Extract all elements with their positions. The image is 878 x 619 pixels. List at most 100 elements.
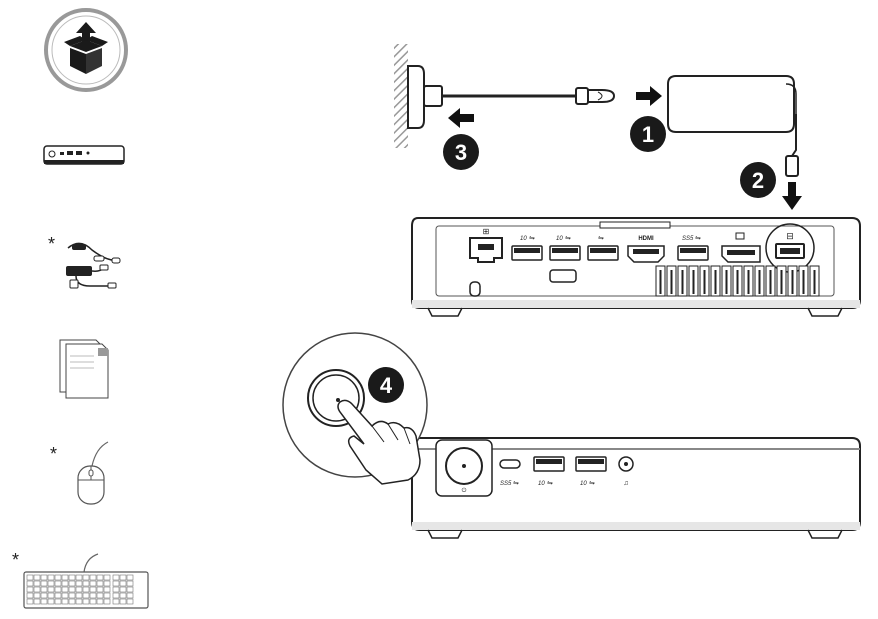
front-usb-a-port-1: 10 ⇋ bbox=[533, 456, 565, 487]
keyboard-key bbox=[96, 586, 104, 593]
keyboard-key bbox=[61, 580, 69, 587]
keyboard-key bbox=[119, 580, 127, 587]
svg-text:♫: ♫ bbox=[623, 480, 628, 487]
rear-usb-10-port-2: 10 ⇋ bbox=[549, 235, 581, 261]
step-1-label: 1 bbox=[642, 122, 654, 147]
svg-text:⊟: ⊟ bbox=[786, 231, 794, 241]
svg-text:⇋: ⇋ bbox=[547, 480, 553, 487]
keyboard-key bbox=[119, 574, 127, 581]
keyboard-key bbox=[89, 580, 97, 587]
keyboard-key bbox=[68, 592, 76, 599]
keyboard-key bbox=[82, 586, 90, 593]
keyboard-key bbox=[119, 586, 127, 593]
keyboard-key bbox=[96, 580, 104, 587]
keyboard-key bbox=[54, 592, 62, 599]
keyboard-key bbox=[75, 580, 83, 587]
power-button-icon[interactable]: ⏻ bbox=[445, 447, 483, 494]
keyboard-key bbox=[26, 580, 34, 587]
keyboard-key bbox=[33, 598, 41, 605]
keyboard-key bbox=[103, 592, 111, 599]
keyboard-key bbox=[54, 586, 62, 593]
svg-text:⇋: ⇋ bbox=[589, 480, 595, 487]
keyboard-key bbox=[126, 580, 134, 587]
power-button-zoom-callout bbox=[282, 332, 428, 485]
keyboard-key bbox=[54, 598, 62, 605]
asterisk-cables: * bbox=[48, 234, 55, 254]
power-cable bbox=[442, 87, 616, 105]
front-usb-c-speed: 5 bbox=[508, 481, 512, 487]
pc-front-panel: ⏻ SS 5 ⇋ 10 ⇋ 10 ⇋ ♫ bbox=[411, 437, 861, 539]
keyboard-key bbox=[40, 598, 48, 605]
keyboard-key bbox=[47, 598, 55, 605]
arrow-to-adapter bbox=[636, 86, 662, 106]
keyboard-key bbox=[40, 574, 48, 581]
keyboard-key bbox=[33, 574, 41, 581]
hand-icon bbox=[337, 399, 421, 485]
asterisk-keyboard: * bbox=[12, 550, 19, 570]
wall-outlet-icon bbox=[394, 44, 443, 148]
keyboard-keys bbox=[26, 574, 134, 605]
arrow-to-wall bbox=[448, 108, 474, 128]
keyboard-key bbox=[33, 592, 41, 599]
keyboard-key bbox=[112, 586, 120, 593]
box-unpack-icon bbox=[44, 8, 128, 92]
keyboard-key bbox=[112, 574, 120, 581]
pc-rear-panel: ⊞ 10 ⇋ 10 ⇋ ⇋ HDMI bbox=[411, 217, 861, 317]
asterisk-mouse: * bbox=[50, 444, 57, 464]
rear-usb-5-speed: 5 bbox=[690, 236, 694, 242]
keyboard-key bbox=[68, 580, 76, 587]
svg-text:⇋: ⇋ bbox=[565, 235, 571, 242]
keyboard-key bbox=[119, 592, 127, 599]
keyboard-key bbox=[112, 580, 120, 587]
dc-in-port: ⊟ bbox=[765, 223, 815, 273]
keyboard-key bbox=[47, 592, 55, 599]
keyboard-key bbox=[82, 598, 90, 605]
keyboard-key bbox=[112, 592, 120, 599]
svg-text:⇋: ⇋ bbox=[513, 480, 519, 487]
front-usb-a-label-2: 10 bbox=[580, 481, 587, 487]
keyboard-key bbox=[103, 574, 111, 581]
keyboard-key bbox=[82, 592, 90, 599]
rear-usb-10-port-1: 10 ⇋ bbox=[511, 235, 543, 261]
rear-vents bbox=[655, 265, 820, 297]
keyboard-key bbox=[54, 580, 62, 587]
keyboard-key bbox=[75, 592, 83, 599]
arrow-to-dc-in bbox=[782, 182, 802, 210]
rear-usb-2-port: ⇋ bbox=[587, 235, 619, 261]
step-4-label: 4 bbox=[380, 373, 393, 398]
keyboard-key bbox=[96, 592, 104, 599]
keyboard-key bbox=[68, 586, 76, 593]
keyboard-key bbox=[96, 574, 104, 581]
step-4-badge: 4 bbox=[368, 367, 404, 403]
keyboard-key bbox=[61, 586, 69, 593]
step-2-label: 2 bbox=[752, 168, 764, 193]
rear-usb-5-label: SS bbox=[682, 236, 690, 242]
keyboard-key bbox=[40, 580, 48, 587]
keyboard-icon: * bbox=[12, 550, 149, 609]
kensington-slot bbox=[549, 269, 577, 283]
keyboard-key bbox=[47, 580, 55, 587]
audio-jack: ♫ bbox=[618, 456, 634, 487]
rear-usb-10-label-1: 10 bbox=[520, 236, 527, 242]
mini-pc-icon bbox=[43, 145, 125, 165]
step-3-label: 3 bbox=[455, 140, 467, 165]
svg-text:⊞: ⊞ bbox=[483, 227, 490, 236]
hdmi-port: HDMI bbox=[627, 236, 665, 263]
documents-icon bbox=[59, 339, 109, 399]
hdmi-label: HDMI bbox=[638, 236, 654, 242]
step-1-badge: 1 bbox=[630, 116, 666, 152]
keyboard-key bbox=[68, 598, 76, 605]
keyboard-key bbox=[47, 586, 55, 593]
svg-text:⇋: ⇋ bbox=[695, 235, 701, 242]
keyboard-key bbox=[54, 574, 62, 581]
keyboard-key bbox=[89, 586, 97, 593]
keyboard-key bbox=[82, 580, 90, 587]
keyboard-key bbox=[126, 598, 134, 605]
keyboard-key bbox=[126, 586, 134, 593]
rear-usb-10-label-2: 10 bbox=[556, 236, 563, 242]
front-usb-c-label: SS bbox=[500, 481, 508, 487]
svg-text:⇋: ⇋ bbox=[529, 235, 535, 242]
keyboard-key bbox=[26, 574, 34, 581]
svg-text:⏻: ⏻ bbox=[462, 487, 467, 494]
keyboard-key bbox=[68, 574, 76, 581]
